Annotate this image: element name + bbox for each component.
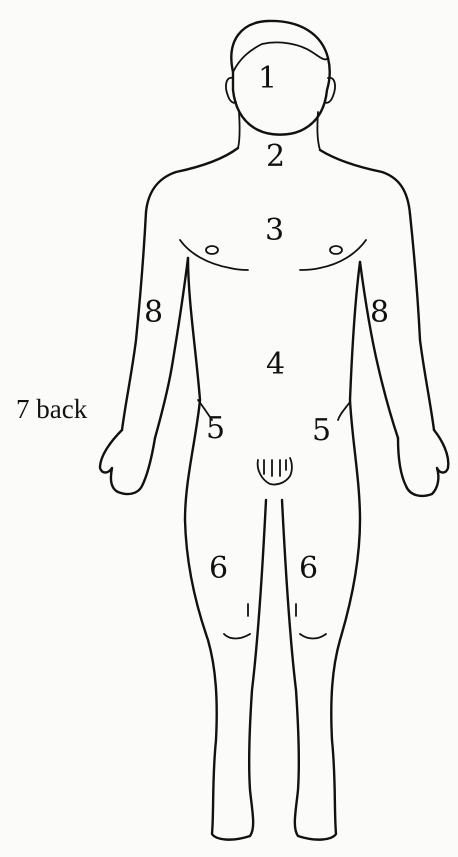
label-right-thigh: 6 xyxy=(299,551,318,586)
label-left-groin: 5 xyxy=(206,411,225,446)
groin-outline xyxy=(258,458,292,485)
label-left-arm: 8 xyxy=(370,295,389,330)
label-right-arm: 8 xyxy=(144,295,163,330)
region-labels: 1 2 3 4 5 5 6 6 7 back 8 8 xyxy=(16,61,389,586)
label-head: 1 xyxy=(258,61,277,96)
label-abdomen: 4 xyxy=(266,347,285,382)
label-chest: 3 xyxy=(265,213,284,248)
label-right-groin: 5 xyxy=(312,413,331,448)
label-neck: 2 xyxy=(266,139,285,174)
label-back-hand: 7 back xyxy=(16,394,88,424)
label-left-thigh: 6 xyxy=(209,551,228,586)
head-outline xyxy=(226,21,335,135)
